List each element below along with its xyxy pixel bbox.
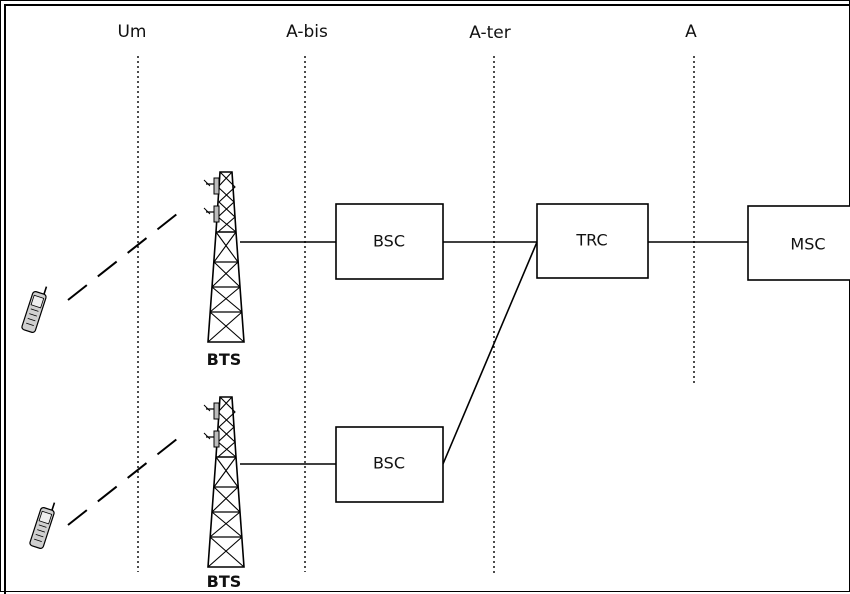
bts-tower-icon xyxy=(203,396,245,568)
diagram-frame-inner xyxy=(4,4,850,594)
bsc-bottom-box xyxy=(335,426,444,503)
bts-tower-icon xyxy=(203,171,245,343)
msc-label: MSC xyxy=(790,235,825,254)
radio-link-top xyxy=(67,209,183,301)
mobile-phone-icon xyxy=(20,282,51,334)
bsc-top-label: BSC xyxy=(373,232,405,251)
msc-box xyxy=(747,205,850,281)
interface-a-label: A xyxy=(685,22,697,42)
trc-label: TRC xyxy=(575,231,607,250)
bsc-top-box xyxy=(335,203,444,280)
bsc-bottom-label: BSC xyxy=(373,454,405,473)
mobile-phone-icon xyxy=(28,498,59,550)
interface-abis-label: A-bis xyxy=(286,22,328,42)
link-bsc-trc-bottom xyxy=(442,241,538,465)
bts-top-label: BTS xyxy=(207,350,242,369)
interface-um-label: Um xyxy=(117,22,146,42)
trc-box xyxy=(536,203,649,279)
interface-ater-label: A-ter xyxy=(469,23,511,43)
radio-link-bottom xyxy=(67,434,183,526)
bts-bottom-label: BTS xyxy=(207,572,242,591)
